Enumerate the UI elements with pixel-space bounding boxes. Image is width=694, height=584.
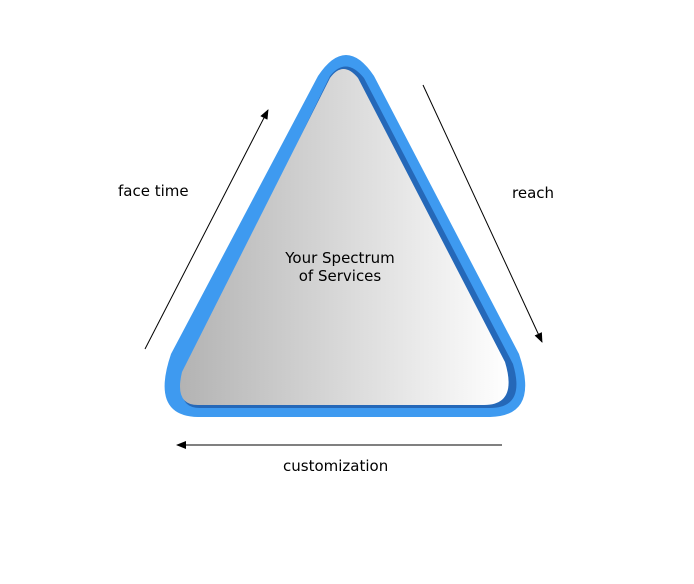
center-label-line-2: of Services bbox=[298, 267, 382, 285]
customization-label: customization bbox=[283, 457, 389, 475]
triangle-fill bbox=[180, 69, 509, 405]
reach-label: reach bbox=[512, 184, 555, 202]
center-label: Your Spectrum of Services bbox=[240, 249, 440, 285]
center-label-line-1: Your Spectrum bbox=[285, 249, 395, 267]
face-time-arrow bbox=[144, 109, 269, 350]
reach-arrow bbox=[422, 84, 543, 343]
face-time-label: face time bbox=[118, 182, 189, 200]
